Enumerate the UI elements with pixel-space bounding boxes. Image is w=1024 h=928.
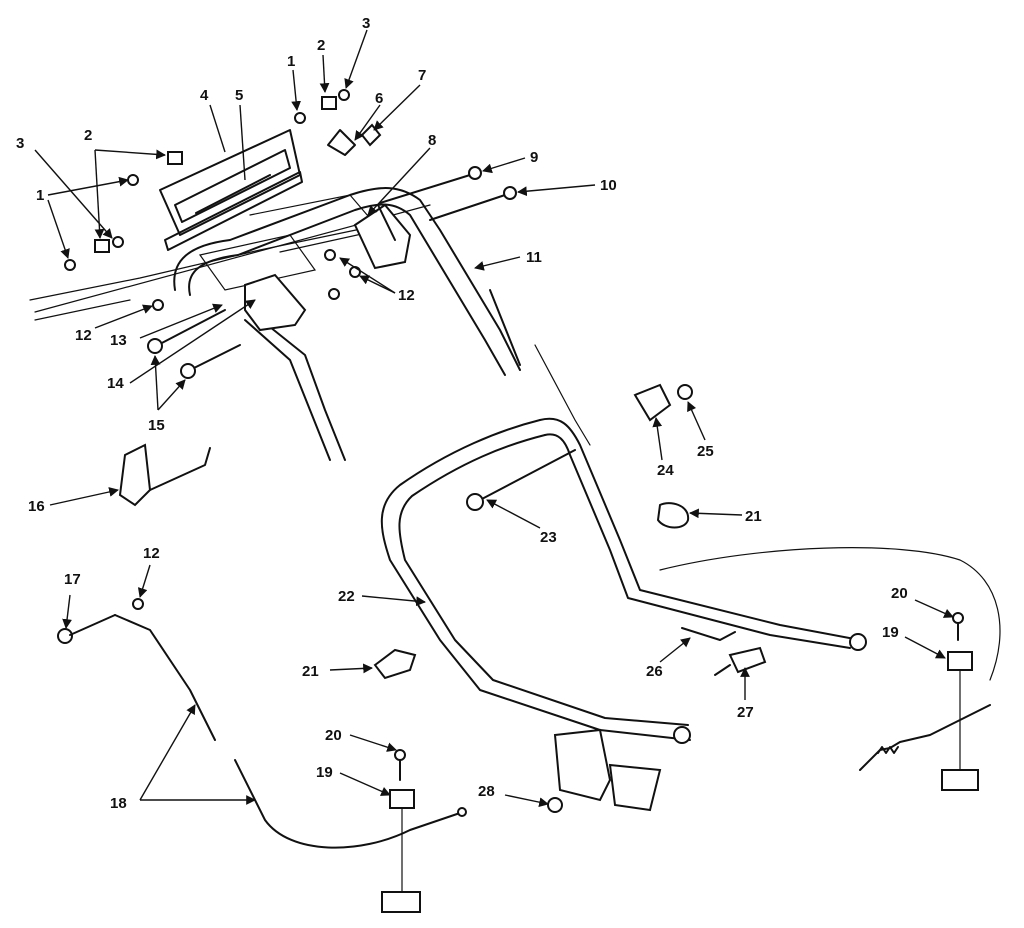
callout-17: 17: [64, 571, 81, 588]
callout-27: 27: [737, 704, 754, 721]
callout-26: 26: [646, 663, 663, 680]
callout-9: 9: [530, 149, 538, 166]
callout-1: 1: [36, 187, 44, 204]
callout-12: 12: [398, 287, 415, 304]
callout-21: 21: [302, 663, 319, 680]
callout-24: 24: [657, 462, 674, 479]
callout-1: 1: [287, 53, 295, 70]
callout-25: 25: [697, 443, 714, 460]
callout-20: 20: [891, 585, 908, 602]
callout-18: 18: [110, 795, 127, 812]
bracket-8: [353, 203, 412, 270]
callout-3: 3: [16, 135, 24, 152]
mount-bracket: [553, 728, 662, 812]
callout-19: 19: [316, 764, 333, 781]
callout-22: 22: [338, 588, 355, 605]
callout-7: 7: [418, 67, 426, 84]
callout-28: 28: [478, 783, 495, 800]
callout-21: 21: [745, 508, 762, 525]
lower-handle: [380, 344, 1001, 744]
callout-2: 2: [317, 37, 325, 54]
lever-block: [244, 273, 307, 332]
callout-11: 11: [526, 249, 542, 266]
callout-8: 8: [428, 132, 436, 149]
callout-5: 5: [235, 87, 243, 104]
upper-handle: [173, 187, 521, 461]
callout-4: 4: [200, 87, 209, 104]
callout-12: 12: [143, 545, 160, 562]
callout-12: 12: [75, 327, 92, 344]
callout-14: 14: [107, 375, 124, 392]
callout-20: 20: [325, 727, 342, 744]
callout-10: 10: [600, 177, 617, 194]
leader-lines: [34, 29, 954, 807]
callout-2: 2: [84, 127, 92, 144]
hardware: [57, 89, 991, 913]
callout-16: 16: [28, 498, 45, 515]
callout-23: 23: [540, 529, 557, 546]
control-panel: [29, 129, 431, 321]
callout-19: 19: [882, 624, 899, 641]
callout-labels: 1 1 2 2 3 3 4 5 6 7 8 9 10 11 12 12 12 1…: [16, 15, 908, 812]
callout-6: 6: [375, 90, 383, 107]
callout-3: 3: [362, 15, 370, 32]
callout-13: 13: [110, 332, 127, 349]
callout-15: 15: [148, 417, 165, 434]
